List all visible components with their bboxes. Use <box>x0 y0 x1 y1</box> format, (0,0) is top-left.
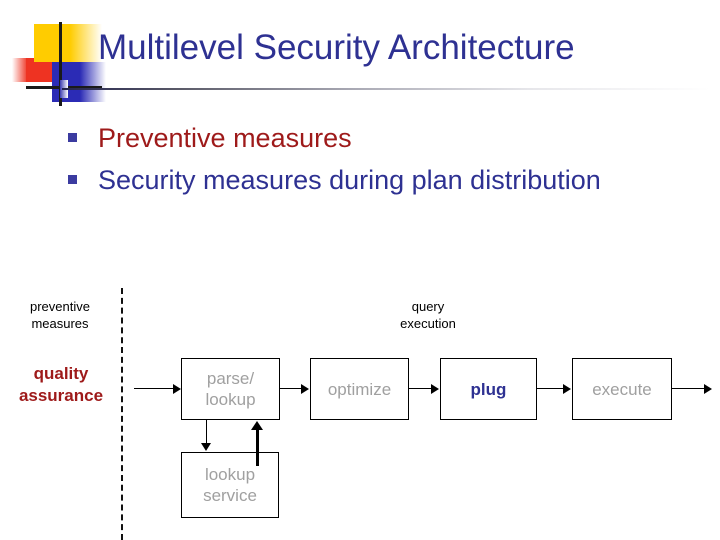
logo-blue-gradient <box>80 62 106 102</box>
arrowhead-right-icon <box>704 384 712 394</box>
list-item: Preventive measures <box>62 118 702 160</box>
node-lookup-service-line2: service <box>203 486 257 505</box>
square-bullet-icon <box>68 175 77 184</box>
caption-preventive-measures-line1: preventive <box>30 299 90 314</box>
node-plug[interactable]: plug <box>440 358 537 420</box>
node-plug-label: plug <box>470 379 507 399</box>
node-execute-label: execute <box>592 379 652 399</box>
connector-execute-output <box>672 388 706 389</box>
node-optimize-label: optimize <box>327 379 392 399</box>
connector-optimize-to-plug <box>409 388 432 389</box>
logo-vertical-rule <box>59 22 62 106</box>
caption-query-execution: query execution <box>372 298 484 332</box>
connector-lookup-service-to-parse <box>256 430 259 466</box>
bullet-list: Preventive measures Security measures du… <box>62 118 702 202</box>
arrowhead-right-icon <box>173 384 181 394</box>
node-parse-lookup-line1: parse/ <box>206 369 255 388</box>
logo-yellow-square <box>34 24 70 62</box>
node-execute[interactable]: execute <box>572 358 672 420</box>
node-parse-lookup[interactable]: parse/ lookup <box>181 358 280 420</box>
label-quality-assurance: quality assurance <box>0 363 124 407</box>
dashed-separator <box>121 288 123 540</box>
bullet-label-preventive-measures: Preventive measures <box>98 123 352 153</box>
label-quality-assurance-line2: assurance <box>18 386 104 405</box>
caption-query-execution-line1: query <box>411 299 445 314</box>
arrowhead-right-icon <box>431 384 439 394</box>
arrowhead-right-icon <box>301 384 309 394</box>
page-title: Multilevel Security Architecture <box>98 28 575 67</box>
arrowhead-right-icon <box>563 384 571 394</box>
connector-parse-to-lookup-service <box>206 420 207 444</box>
logo-red-gradient <box>12 58 28 82</box>
connector-plug-to-execute <box>537 388 563 389</box>
caption-query-execution-line2: execution <box>400 316 456 331</box>
square-bullet-icon <box>68 133 77 142</box>
node-lookup-service[interactable]: lookup service <box>181 452 279 518</box>
logo-yellow-gradient <box>70 24 102 62</box>
node-optimize[interactable]: optimize <box>310 358 409 420</box>
label-quality-assurance-line1: quality <box>33 364 89 383</box>
caption-preventive-measures-line2: measures <box>31 316 89 331</box>
bullet-label-security-measures: Security measures during plan distributi… <box>98 165 601 195</box>
connector-parse-to-optimize <box>280 388 302 389</box>
caption-preventive-measures: preventive measures <box>4 298 116 332</box>
title-divider <box>62 88 710 90</box>
arrowhead-up-icon <box>251 421 263 430</box>
node-lookup-service-line1: lookup <box>204 465 256 484</box>
arrowhead-down-icon <box>201 443 211 451</box>
node-parse-lookup-line2: lookup <box>205 390 256 409</box>
connector-qa-to-parse <box>134 388 179 389</box>
list-item: Security measures during plan distributi… <box>62 160 702 202</box>
